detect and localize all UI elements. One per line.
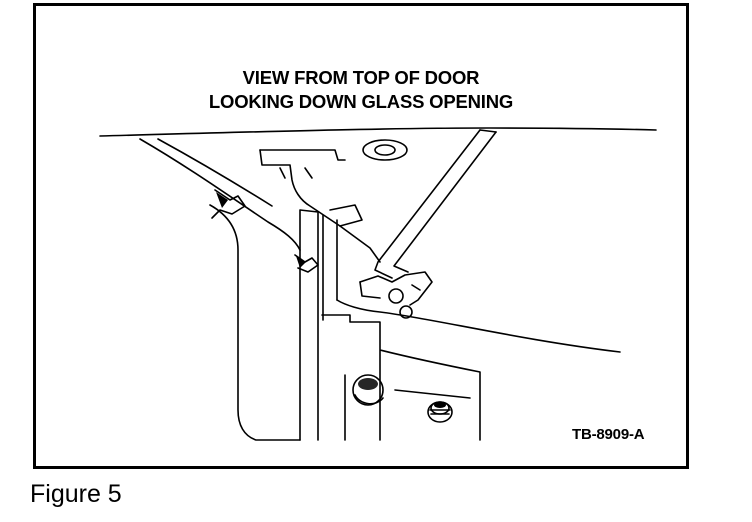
door-inner-edge-diagonal xyxy=(139,138,301,251)
bumper-lower xyxy=(352,374,384,406)
upper-bracket xyxy=(259,149,381,263)
bumper-top xyxy=(362,139,408,161)
linkage-pivot xyxy=(388,288,404,304)
figure-caption: Figure 5 xyxy=(30,480,122,508)
linkage-clip xyxy=(359,271,433,306)
upper-bracket-top xyxy=(259,149,346,161)
rod-end xyxy=(479,129,497,133)
diagram-title: VIEW FROM TOP OF DOOR LOOKING DOWN GLASS… xyxy=(33,66,689,114)
title-line-1: VIEW FROM TOP OF DOOR xyxy=(242,67,480,88)
channel-inner xyxy=(322,214,338,321)
door-panel-left-contour xyxy=(209,204,301,441)
door-inner-edge-secondary xyxy=(157,138,273,207)
door-lower-body xyxy=(336,299,621,353)
actuating-rod-parallel xyxy=(393,131,497,273)
door-lower-step xyxy=(344,374,471,441)
bracket-tab xyxy=(329,204,363,227)
glass-opening-top-edge xyxy=(99,127,657,137)
glass-run-channel xyxy=(299,209,319,441)
upper-bracket-rib xyxy=(279,167,313,179)
door-lower-block xyxy=(321,314,481,441)
clip-left-upper xyxy=(211,189,246,219)
title-line-2: LOOKING DOWN GLASS OPENING xyxy=(208,91,514,112)
figure-frame xyxy=(33,3,689,469)
actuating-rod xyxy=(374,129,481,279)
drawing-code: TB-8909-A xyxy=(572,426,645,443)
